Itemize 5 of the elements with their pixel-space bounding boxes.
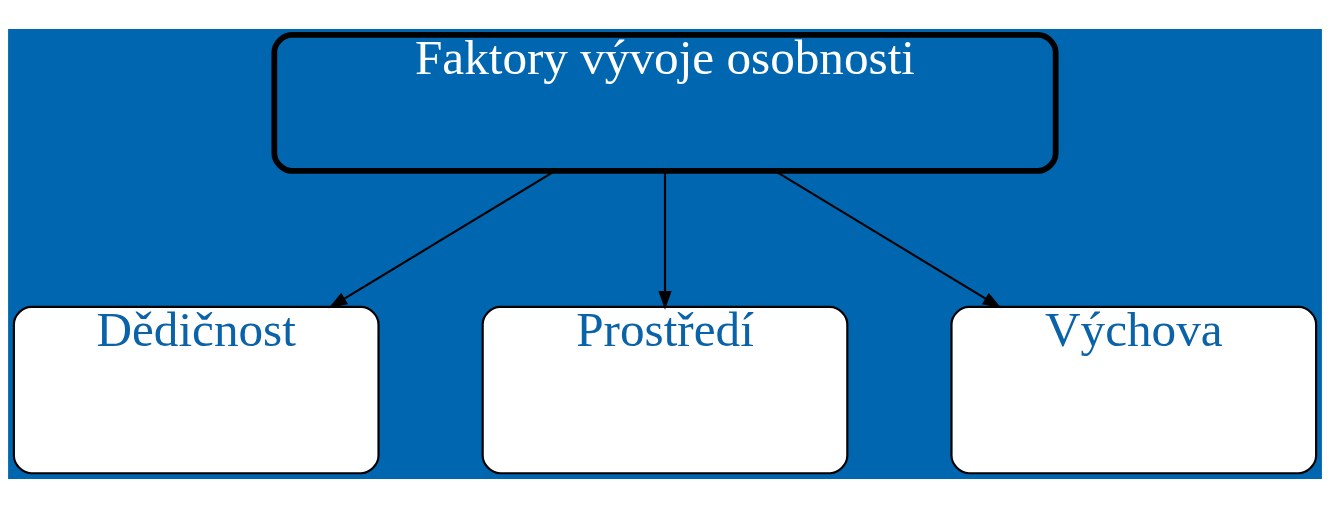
node-box: Faktory vývoje osobnosti xyxy=(271,31,1059,174)
node-box: Prostředí xyxy=(481,305,849,474)
node-box: Dědičnost xyxy=(12,305,380,474)
arrow xyxy=(658,170,672,310)
node-box: Výchova xyxy=(950,305,1318,474)
